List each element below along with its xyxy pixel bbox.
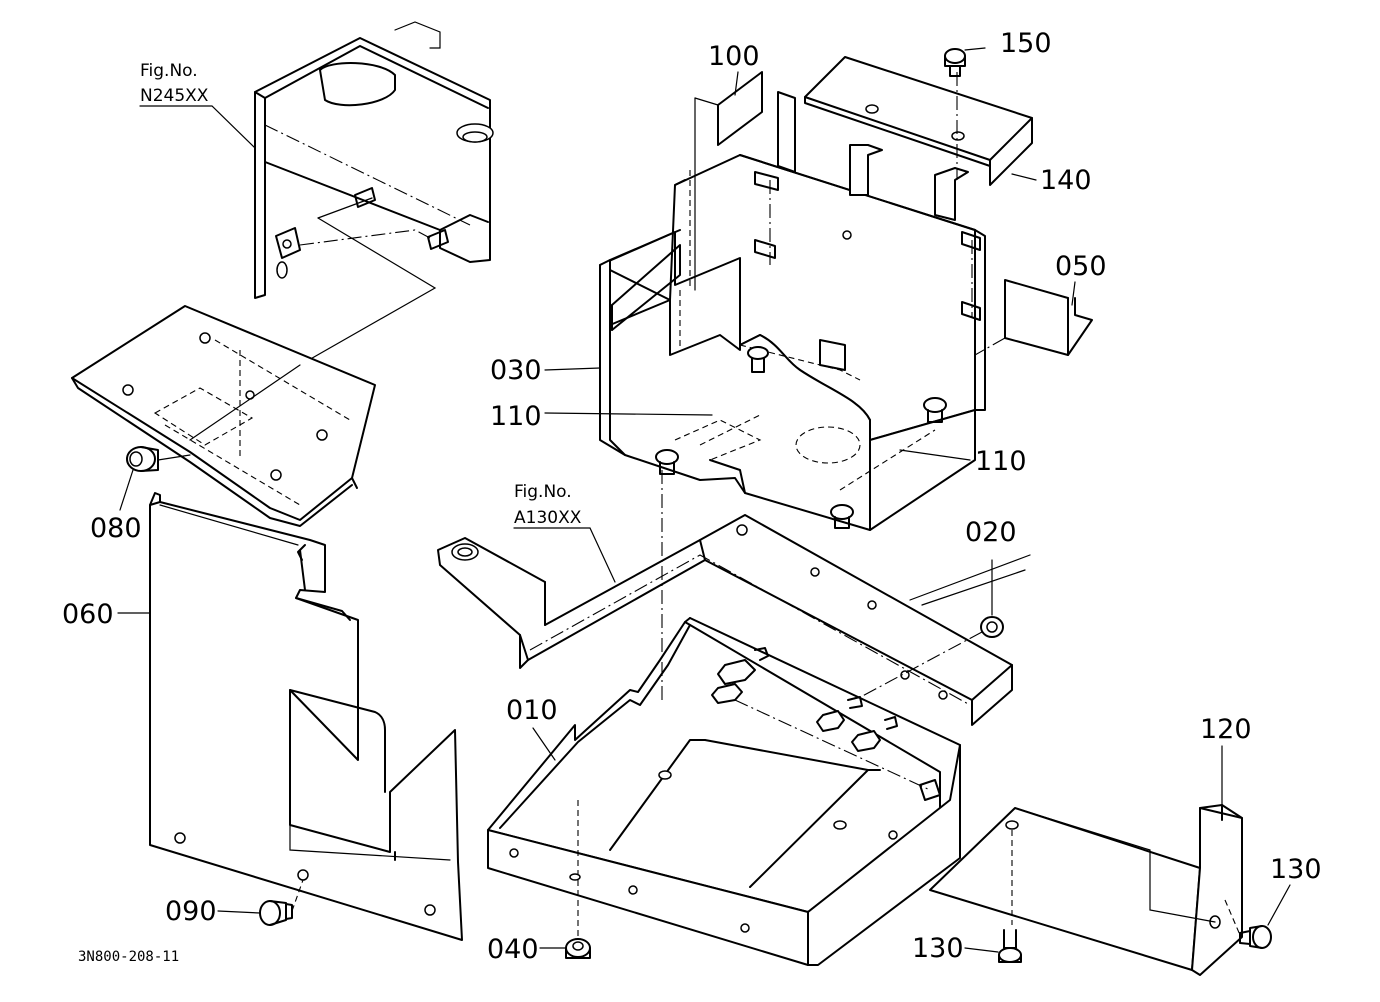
bolt-130-lower <box>998 929 1022 963</box>
side-cover <box>149 492 463 941</box>
label-120: 120 <box>1200 714 1252 745</box>
pad-100 <box>694 71 763 291</box>
pad-050 <box>974 279 1093 356</box>
label-150: 150 <box>1000 28 1052 59</box>
frame-a130 <box>437 514 1031 726</box>
bolt-090 <box>259 879 304 926</box>
ref-a130-line1: Fig.No. <box>514 482 572 502</box>
ref-n245-callout: Fig.No. N245XX <box>139 61 256 149</box>
battery-box <box>599 154 986 531</box>
bracket-120 <box>929 804 1243 976</box>
label-110-right: 110 <box>975 446 1027 477</box>
nut-080 <box>126 446 191 472</box>
label-030: 030 <box>490 355 542 386</box>
label-010: 010 <box>506 695 558 726</box>
part-labels: 100 150 140 050 030 110 110 080 060 020 … <box>62 28 1322 965</box>
plate-upper-left <box>71 305 376 527</box>
ref-n245-line2: N245XX <box>140 86 209 106</box>
label-100: 100 <box>708 41 760 72</box>
label-140: 140 <box>1040 165 1092 196</box>
nut-040 <box>565 938 591 959</box>
nut-020 <box>854 559 1004 701</box>
label-090: 090 <box>165 896 217 927</box>
ref-a130-callout: Fig.No. A130XX <box>513 482 616 583</box>
label-080: 080 <box>90 513 142 544</box>
hold-down-brackets <box>777 91 969 221</box>
label-040: 040 <box>487 934 539 965</box>
top-cover-140 <box>804 56 1033 186</box>
label-130-right: 130 <box>1270 854 1322 885</box>
label-020: 020 <box>965 517 1017 548</box>
frame-bracket-n245 <box>254 21 494 366</box>
drawing-code: 3N800-208-11 <box>78 949 179 965</box>
bolt-130-right <box>1239 925 1272 949</box>
ref-n245-line1: Fig.No. <box>140 61 198 81</box>
label-060: 060 <box>62 599 114 630</box>
ref-a130-line2: A130XX <box>514 508 582 528</box>
battery-tray <box>487 470 961 966</box>
label-130-lower: 130 <box>912 933 964 964</box>
label-050: 050 <box>1055 251 1107 282</box>
bolt-150 <box>944 47 986 77</box>
label-110-left: 110 <box>490 401 542 432</box>
